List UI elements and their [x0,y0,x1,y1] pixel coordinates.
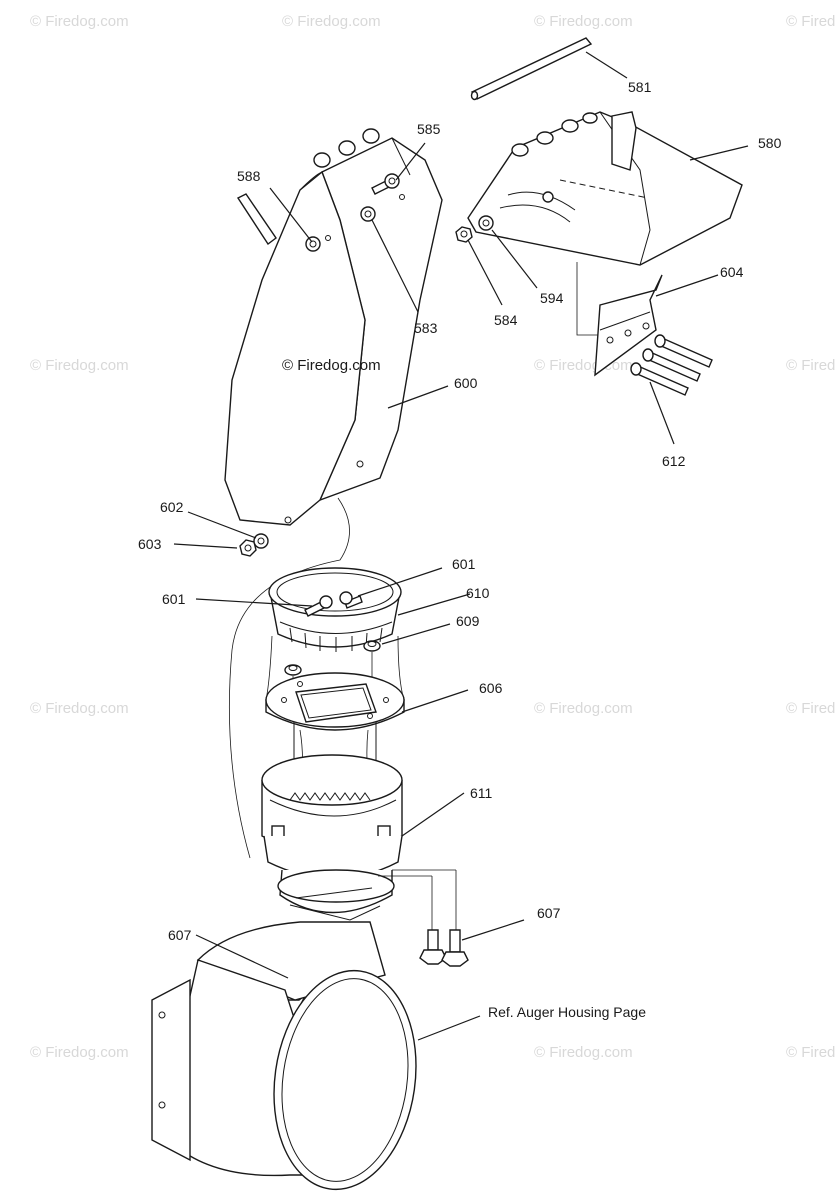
callout-612: 612 [662,453,686,469]
callout-584: 584 [494,312,518,328]
callout-583: 583 [414,320,438,336]
callout-607: 607 [537,905,561,921]
callout-609: 609 [456,613,480,629]
nut-609 [284,640,381,676]
callout-labels: 581 580 585 588 583 584 594 604 612 600 … [138,79,782,1020]
watermark: © Firedog.com [30,13,129,30]
callout-611: 611 [470,785,493,801]
watermark: © Firedog.com [786,1044,836,1061]
callout-588: 588 [237,168,261,184]
callout-604: 604 [720,264,744,280]
callout-607: 607 [168,927,192,943]
watermark: © Firedog.com [534,1044,633,1061]
watermark: © Firedog.com [30,1044,129,1061]
watermark: © Firedog.com [30,700,129,717]
blade-604 [594,274,663,377]
pin-rod-581 [470,37,593,101]
watermark: © Firedog.com [786,13,836,30]
callout-585: 585 [417,121,441,137]
plate-606 [265,672,405,731]
watermark: © Firedog.com [282,13,381,30]
callout-610: 610 [466,585,490,601]
lower-mount-bracket [277,869,457,978]
nut-584-washer-594 [455,215,494,243]
center-watermark: © Firedog.com [282,357,381,374]
watermark: © Firedog.com [534,357,633,374]
reference-note: Ref. Auger Housing Page [488,1004,646,1020]
ring-610 [268,567,402,652]
deflector-580 [467,111,743,336]
bolts-601 [304,591,363,617]
watermark: © Firedog.com [534,700,633,717]
watermark: © Firedog.com [786,700,836,717]
callout-602: 602 [160,499,184,515]
callout-580: 580 [758,135,782,151]
auger-housing-chute [151,921,417,1191]
handle-588 [236,193,331,252]
callout-601: 601 [162,591,186,607]
chute-rotation-outline [228,497,350,859]
watermark: © Firedog.com [30,357,129,374]
callout-601: 601 [452,556,476,572]
callout-606: 606 [479,680,503,696]
nut-603-washer-602 [239,533,269,557]
upper-chute-600 [224,128,443,526]
leader-lines [173,51,749,1041]
washer-583 [360,206,376,222]
bolt-585 [371,173,400,195]
watermark: © Firedog.com [534,13,633,30]
callout-603: 603 [138,536,162,552]
watermark: © Firedog.com [786,357,836,374]
callout-594: 594 [540,290,564,306]
callout-600: 600 [454,375,478,391]
screws-612 [630,334,713,396]
gear-ring-611 [261,754,403,880]
callout-581: 581 [628,79,652,95]
